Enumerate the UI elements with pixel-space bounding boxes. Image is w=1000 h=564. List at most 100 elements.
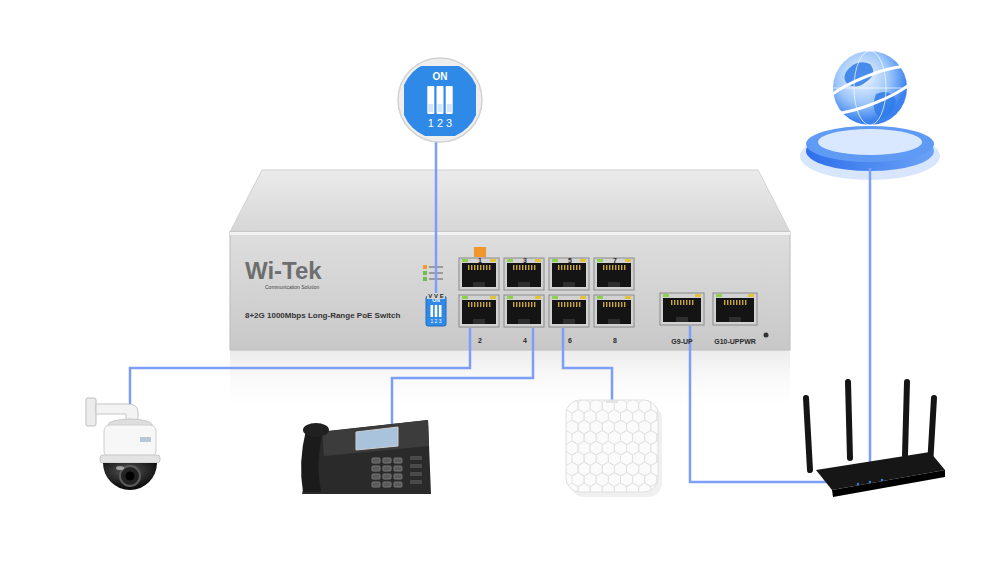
- connector-line: [435, 142, 438, 296]
- internet-globe: [800, 51, 940, 180]
- port-notch: [729, 317, 741, 322]
- dip-switch: ON1 2 3: [426, 296, 446, 326]
- camera-dome: [103, 463, 157, 490]
- switch-reflection: [230, 350, 790, 414]
- router-front: [832, 470, 945, 497]
- port-led: [625, 259, 631, 262]
- port-led: [695, 294, 701, 297]
- port-led: [462, 296, 468, 299]
- port-pin: [686, 300, 687, 305]
- port-pin: [471, 302, 472, 307]
- router-led: [869, 481, 871, 483]
- port-notch: [563, 319, 575, 324]
- port-opening: [597, 263, 631, 287]
- rj45-port: [549, 258, 589, 290]
- port-pin: [477, 265, 478, 270]
- port-pin: [567, 265, 568, 270]
- rj45-port: [459, 258, 499, 290]
- rj45-port: [594, 295, 634, 327]
- port-notch: [608, 282, 620, 287]
- port-pin: [468, 302, 469, 307]
- port-pin: [745, 300, 746, 305]
- port-pin: [677, 300, 678, 305]
- phone-side-key: [410, 464, 422, 468]
- port-pin: [742, 300, 743, 305]
- phone-screen: [356, 427, 398, 450]
- port-frame: [713, 293, 757, 325]
- dip-slider: [427, 86, 434, 114]
- port-led: [507, 296, 513, 299]
- led-legend-icon: [423, 265, 427, 269]
- ip-phone: [301, 420, 431, 494]
- port-pin: [519, 265, 520, 270]
- ptz-camera: [86, 398, 160, 490]
- port-pin: [480, 265, 481, 270]
- port-pin: [480, 302, 481, 307]
- port-frame: [459, 258, 499, 290]
- globe-disk-inner: [818, 129, 922, 155]
- camera-ring: [100, 455, 160, 463]
- zoom-dip-body: [404, 66, 476, 136]
- router-led: [857, 483, 859, 485]
- port-opening: [507, 300, 541, 324]
- camera-highlight: [116, 466, 124, 470]
- phone-handset: [301, 430, 323, 492]
- ap-notch: [606, 400, 618, 403]
- port-pin: [534, 302, 535, 307]
- port-number: 2: [478, 337, 482, 344]
- port-pin: [573, 265, 574, 270]
- node-text: Communication Solution: [265, 285, 319, 290]
- port-pin: [561, 302, 562, 307]
- dip-slider: [437, 86, 444, 114]
- port-pin: [689, 300, 690, 305]
- phone-earpiece: [303, 423, 329, 437]
- port-led: [490, 296, 496, 299]
- wireless-router: [806, 382, 945, 497]
- port-pin: [618, 265, 619, 270]
- port-led: [580, 296, 586, 299]
- switch-front-panel: ON1 2 3Wi-TekCommunication Solution8+2G …: [230, 232, 790, 350]
- port-led: [597, 259, 603, 262]
- port-opening: [462, 300, 496, 324]
- port-frame: [549, 295, 589, 327]
- network-cable: [563, 328, 612, 400]
- phone-key: [372, 458, 380, 463]
- label-slot: 8: [575, 329, 655, 347]
- port-led: [490, 259, 496, 262]
- port-led: [535, 296, 541, 299]
- port-pin: [621, 302, 622, 307]
- dip-body: [426, 296, 446, 326]
- switch-edge-highlight: [230, 232, 790, 235]
- phone-top-panel: [322, 420, 429, 456]
- camera-housing: [104, 425, 156, 457]
- port-pin: [567, 302, 568, 307]
- port-pin: [489, 265, 490, 270]
- cable-lines: [130, 168, 870, 482]
- node-text: Wi-Tek: [245, 259, 322, 283]
- reset-hole: [764, 333, 769, 338]
- dip-knob: [438, 104, 443, 112]
- phone-key: [394, 474, 402, 479]
- network-cable: [392, 328, 533, 424]
- port-pin: [486, 302, 487, 307]
- port-led: [507, 259, 513, 262]
- node-text: ON: [433, 72, 448, 82]
- port-pin: [513, 302, 514, 307]
- port-number: 1: [478, 257, 482, 264]
- phone-side-key: [410, 480, 422, 484]
- port-pin: [468, 265, 469, 270]
- port-pin: [513, 265, 514, 270]
- port-pin: [736, 300, 737, 305]
- label-slot: 2: [440, 329, 520, 347]
- port-pin: [570, 265, 571, 270]
- phone-side-key: [410, 472, 422, 476]
- port-led: [597, 296, 603, 299]
- rj45-port: [549, 295, 589, 327]
- network-cable: [130, 328, 470, 404]
- port-opening: [597, 300, 631, 324]
- port-pin: [570, 302, 571, 307]
- camera-lens-core: [126, 472, 135, 481]
- port-pin: [671, 300, 672, 305]
- dip-slider: [446, 86, 453, 114]
